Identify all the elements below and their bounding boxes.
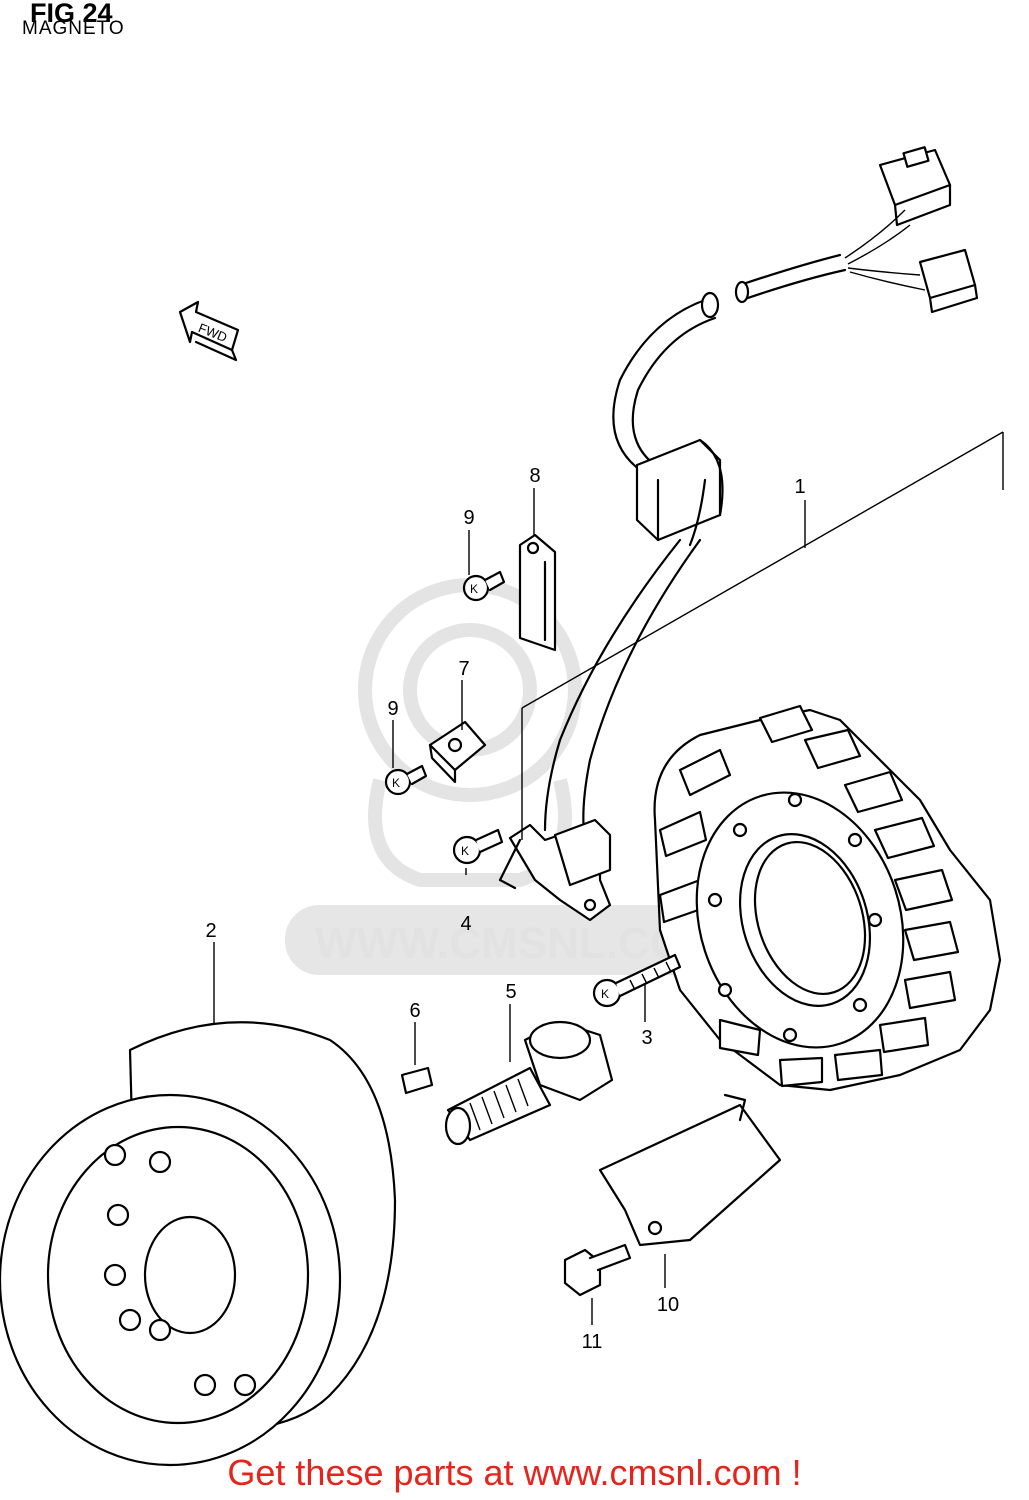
part-8-clamp bbox=[518, 533, 557, 652]
svg-text:K: K bbox=[392, 776, 400, 790]
pickup-coil bbox=[498, 818, 612, 922]
part-9-screw-lower: K bbox=[384, 764, 428, 796]
svg-text:K: K bbox=[461, 844, 469, 858]
callout-4: 4 bbox=[460, 913, 471, 935]
fwd-arrow-icon: FWD bbox=[178, 300, 240, 362]
part-3-screw: K bbox=[592, 953, 682, 1008]
callout-1: 1 bbox=[794, 476, 805, 498]
part-7-clamp bbox=[428, 720, 487, 784]
wire-harness bbox=[543, 146, 979, 842]
callout-7: 7 bbox=[458, 658, 469, 680]
part-11-bolt bbox=[563, 1243, 632, 1297]
stator bbox=[653, 704, 1002, 1092]
part-4-screw: K bbox=[452, 828, 504, 865]
svg-text:K: K bbox=[470, 582, 478, 596]
svg-text:K: K bbox=[601, 987, 609, 1001]
footer-link[interactable]: Get these parts at www.cmsnl.com ! bbox=[227, 1452, 802, 1493]
part-6-key bbox=[400, 1066, 434, 1095]
figure-title: MAGNETO bbox=[22, 18, 125, 39]
watermark-text: WWW.CMSNL.CO bbox=[315, 919, 684, 968]
watermark-logo bbox=[285, 578, 715, 975]
callout-3: 3 bbox=[641, 1027, 652, 1049]
callout-5: 5 bbox=[505, 981, 516, 1003]
leader-lines bbox=[213, 431, 1004, 1325]
callout-10: 10 bbox=[657, 1294, 679, 1316]
callout-8: 8 bbox=[529, 465, 540, 487]
callout-9-upper: 9 bbox=[463, 507, 474, 529]
callout-6: 6 bbox=[409, 1000, 420, 1022]
callout-11: 11 bbox=[582, 1331, 603, 1353]
figure-number: FIG 24 bbox=[30, 0, 113, 28]
part-2-rotor bbox=[0, 1021, 397, 1467]
callout-9-lower: 9 bbox=[387, 698, 398, 720]
part-10-cover bbox=[598, 1093, 782, 1247]
callout-2: 2 bbox=[205, 920, 216, 942]
part-5-bolt bbox=[444, 1020, 614, 1146]
part-9-screw-upper: K bbox=[462, 570, 506, 602]
